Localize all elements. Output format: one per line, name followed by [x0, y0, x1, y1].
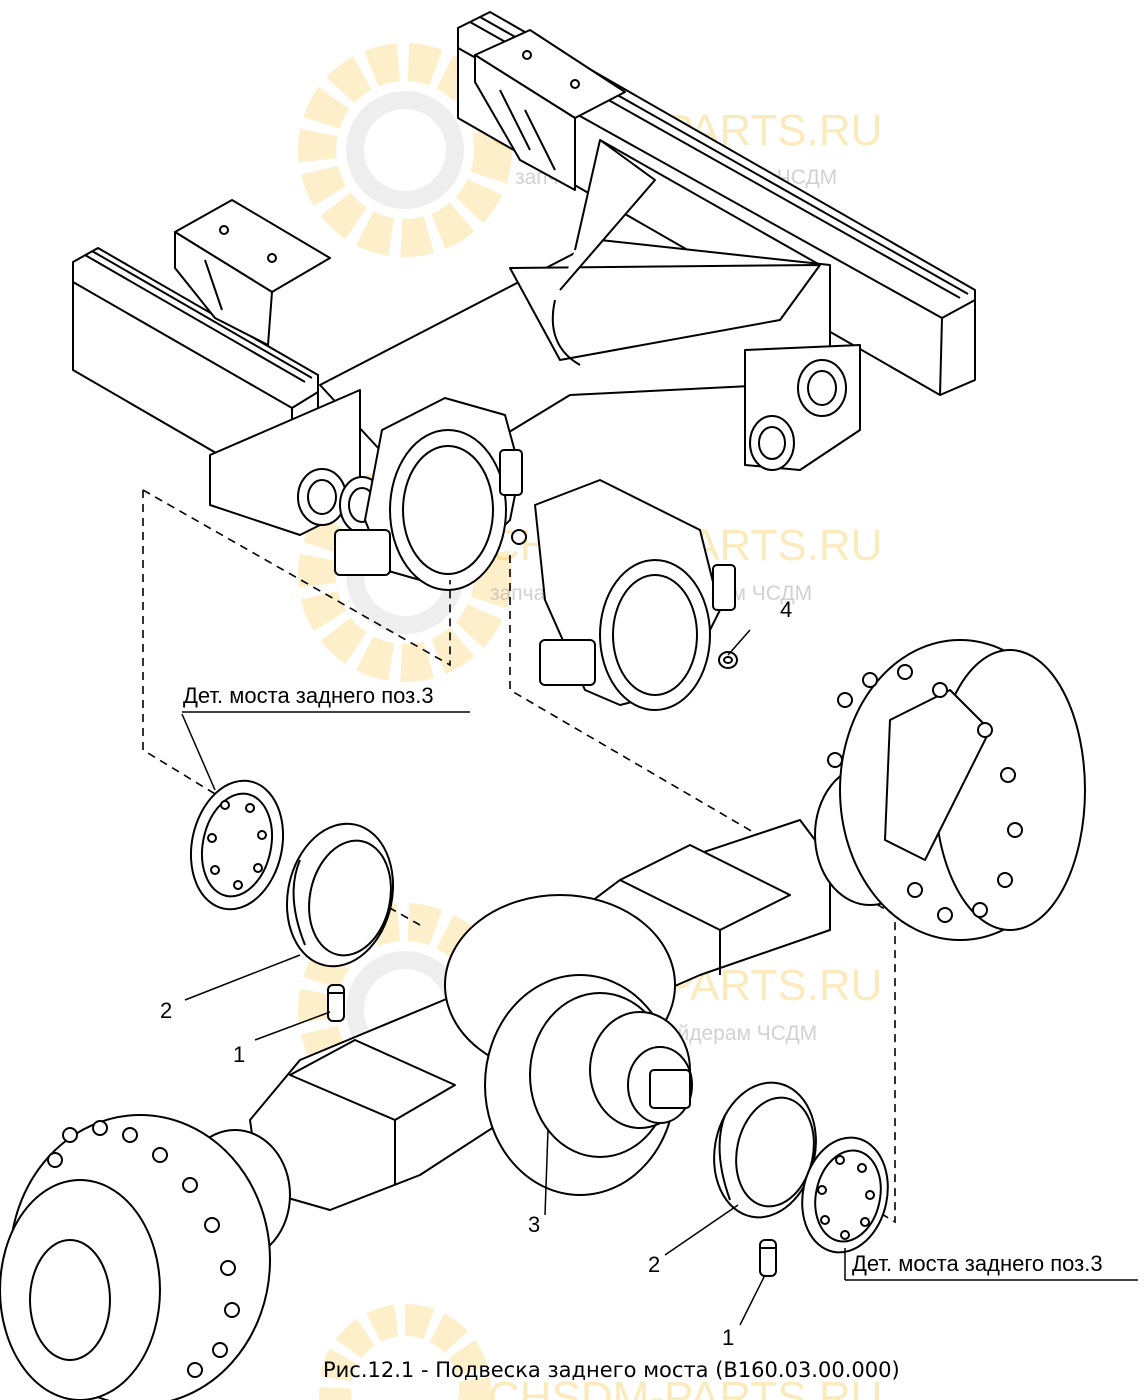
- bushing-1-left: [327, 984, 345, 1022]
- watermark-brand-4: CHSDM-PARTS.RU: [488, 1373, 882, 1400]
- callout-2-left: 2: [160, 998, 172, 1023]
- cover-right: [801, 1136, 889, 1254]
- callout-4: 4: [780, 597, 792, 622]
- gear-logo-icon: [319, 1304, 491, 1400]
- grease-fitting-4: [718, 651, 738, 669]
- callout-note-left: Дет. моста заднего поз.3: [183, 683, 434, 708]
- seal-ring-2-right: [713, 1081, 817, 1219]
- cover-left: [189, 779, 285, 911]
- suspension-frame: [72, 11, 976, 711]
- figure-caption: Рис.12.1 - Подвеска заднего моста (В160.…: [323, 1358, 900, 1382]
- callout-1-left: 1: [233, 1042, 245, 1067]
- watermark-bottom: CHSDM-PARTS.RU: [319, 1304, 882, 1400]
- gear-logo-icon: [298, 43, 512, 257]
- seal-ring-2-left: [285, 822, 395, 968]
- callout-2-right: 2: [648, 1252, 660, 1277]
- leader-lines: [181, 629, 1138, 1326]
- bushing-1-right: [759, 1239, 777, 1277]
- callout-3: 3: [528, 1212, 540, 1237]
- callout-1-right: 1: [722, 1325, 734, 1350]
- callout-note-right: Дет. моста заднего поз.3: [852, 1251, 1103, 1276]
- rear-axle-3: [0, 639, 1086, 1400]
